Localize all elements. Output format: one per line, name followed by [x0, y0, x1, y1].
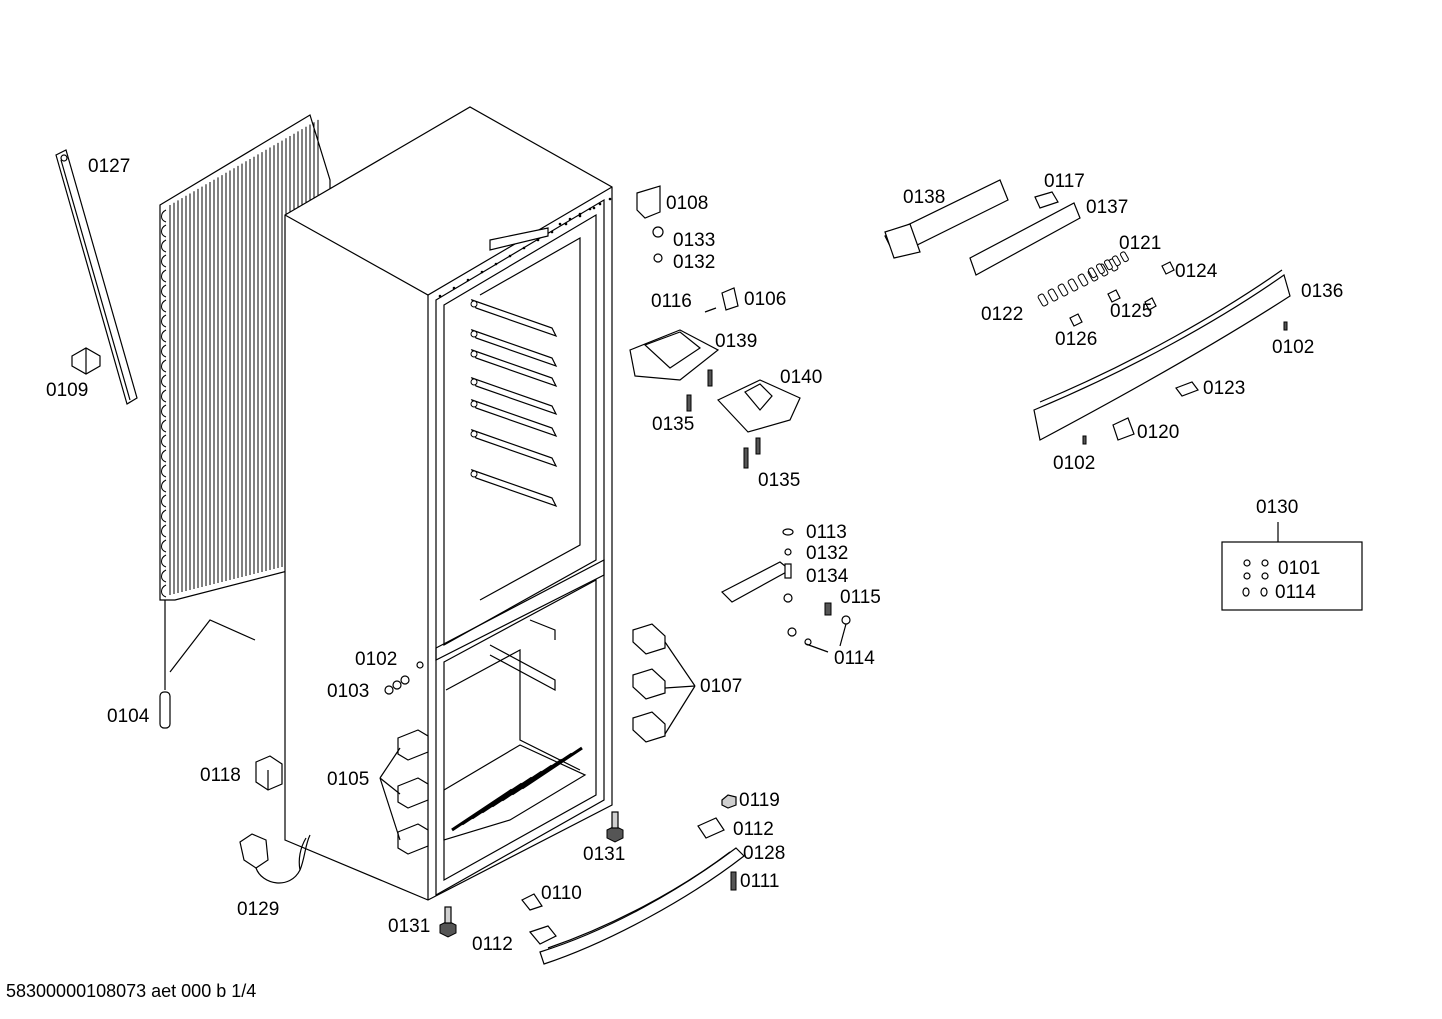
label-0101: 0101	[1278, 558, 1320, 579]
label-0138: 0138	[903, 187, 945, 208]
label-0121: 0121	[1119, 233, 1161, 254]
label-0107: 0107	[700, 676, 742, 697]
hinge-set	[397, 729, 429, 855]
label-0118: 0118	[200, 765, 241, 786]
label-0123: 0123	[1203, 378, 1245, 399]
bracket-part	[255, 755, 283, 791]
label-0125: 0125	[1110, 301, 1152, 322]
label-0112: 0112	[733, 819, 774, 840]
refrigerator-cabinet	[284, 106, 613, 901]
label-0140: 0140	[780, 367, 822, 388]
label-0113: 0113	[806, 522, 847, 543]
handle-strip	[55, 149, 138, 405]
label-0132: 0132	[806, 543, 848, 564]
label-0117: 0117	[1044, 171, 1085, 192]
screw-kit-box	[1221, 522, 1363, 611]
label-0108: 0108	[666, 193, 708, 214]
label-0131: 0131	[583, 844, 625, 865]
clip-part	[71, 347, 101, 375]
drawing-reference-number: 58300000108073 aet 000 b 1/4	[6, 981, 257, 1001]
foot-screw	[439, 811, 624, 938]
power-cord	[239, 833, 311, 884]
label-0127: 0127	[88, 156, 130, 177]
label-0102: 0102	[1272, 337, 1314, 358]
label-0111: 0111	[740, 871, 779, 892]
label-0139: 0139	[715, 331, 757, 352]
label-0135: 0135	[652, 414, 694, 435]
label-0132: 0132	[673, 252, 715, 273]
control-panel-assembly	[884, 179, 1291, 445]
label-0131: 0131	[388, 916, 430, 937]
leader-lines	[379, 623, 847, 841]
label-0137: 0137	[1086, 197, 1128, 218]
label-0112: 0112	[472, 934, 513, 955]
thermostat-assembly	[629, 185, 801, 469]
label-0124: 0124	[1175, 261, 1218, 282]
label-0103: 0103	[327, 681, 369, 702]
label-0135: 0135	[758, 470, 800, 491]
label-0102: 0102	[355, 649, 397, 670]
label-0104: 0104	[107, 706, 150, 727]
label-0134: 0134	[806, 566, 849, 587]
label-0129: 0129	[237, 899, 279, 920]
label-0109: 0109	[46, 380, 88, 401]
hinge-covers	[632, 623, 666, 743]
screws-small	[384, 661, 424, 695]
label-0106: 0106	[744, 289, 786, 310]
label-0133: 0133	[673, 230, 715, 251]
door-hinge-assembly	[720, 528, 851, 646]
label-0128: 0128	[743, 843, 785, 864]
label-0136: 0136	[1301, 281, 1343, 302]
label-0126: 0126	[1055, 329, 1097, 350]
label-0115: 0115	[840, 587, 881, 608]
label-0122: 0122	[981, 304, 1023, 325]
label-0105: 0105	[327, 769, 369, 790]
label-0119: 0119	[739, 790, 780, 811]
label-0114: 0114	[834, 648, 875, 669]
label-0110: 0110	[541, 883, 582, 904]
label-0114: 0114	[1275, 582, 1316, 603]
door-trim-bar	[521, 817, 745, 965]
nut-and-screw	[721, 794, 737, 891]
label-0116: 0116	[651, 291, 692, 312]
label-0102: 0102	[1053, 453, 1095, 474]
label-0120: 0120	[1137, 422, 1179, 443]
label-0130: 0130	[1256, 497, 1298, 518]
